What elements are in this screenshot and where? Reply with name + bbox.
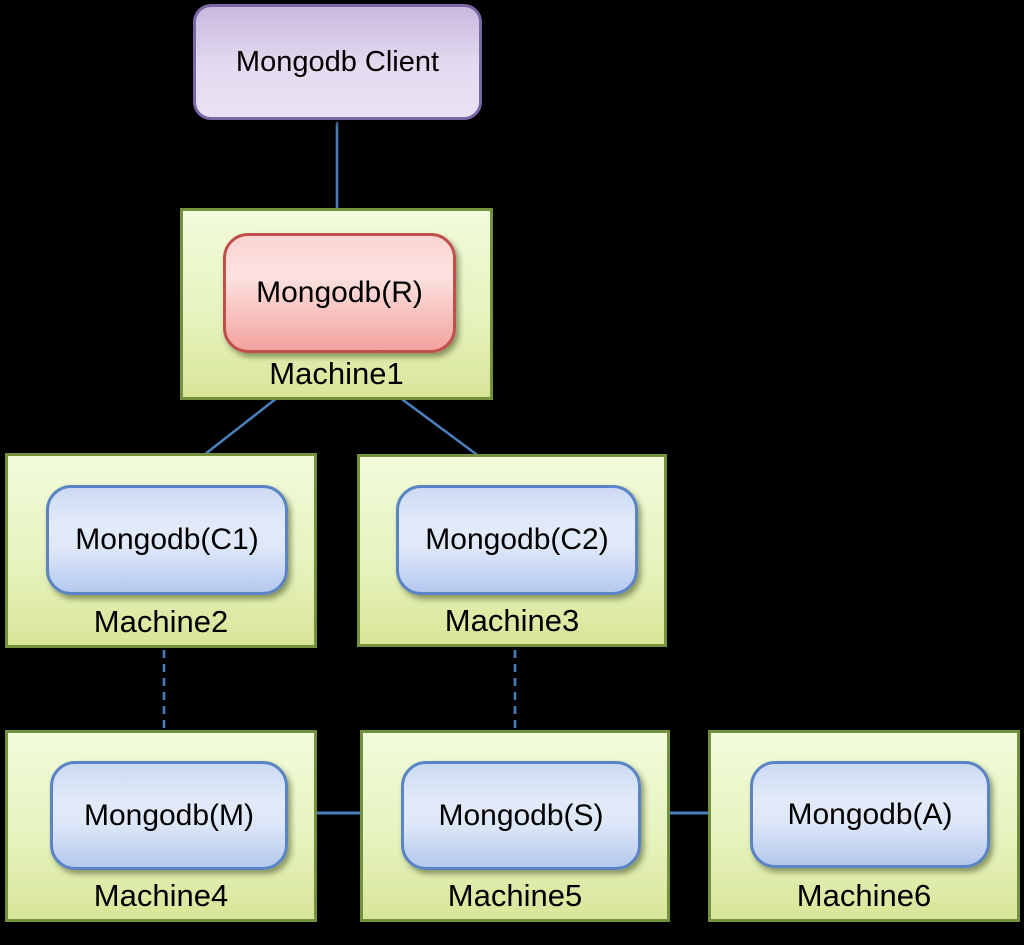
node-mongodb-r: Mongodb(R) <box>223 233 456 353</box>
node-mongodb-m: Mongodb(M) <box>50 761 288 870</box>
node-mongodb-a-label: Mongodb(A) <box>787 797 953 831</box>
machine4-label: Machine4 <box>93 878 229 913</box>
node-mongodb-client-label: Mongodb Client <box>235 45 440 78</box>
machine2-label: Machine2 <box>93 604 229 639</box>
machine5-label: Machine5 <box>447 878 583 913</box>
machine1-box: Mongodb(R) Machine1 <box>180 208 493 400</box>
node-mongodb-r-label: Mongodb(R) <box>256 276 423 309</box>
machine6-label: Machine6 <box>796 878 932 913</box>
node-mongodb-m-label: Mongodb(M) <box>83 798 255 832</box>
machine5-box: Mongodb(S) Machine5 <box>360 730 670 922</box>
node-mongodb-a: Mongodb(A) <box>750 761 990 868</box>
node-mongodb-s: Mongodb(S) <box>401 761 641 870</box>
machine6-box: Mongodb(A) Machine6 <box>708 730 1020 922</box>
machine4-box: Mongodb(M) Machine4 <box>5 730 317 922</box>
node-mongodb-client: Mongodb Client <box>193 4 482 120</box>
machine2-box: Mongodb(C1) Machine2 <box>5 453 317 648</box>
machine1-label: Machine1 <box>269 356 404 391</box>
node-mongodb-c2: Mongodb(C2) <box>396 485 638 595</box>
machine3-box: Mongodb(C2) Machine3 <box>357 454 667 647</box>
node-mongodb-c1: Mongodb(C1) <box>46 485 288 595</box>
machine3-label: Machine3 <box>444 603 580 638</box>
node-mongodb-c1-label: Mongodb(C1) <box>75 523 259 556</box>
node-mongodb-c2-label: Mongodb(C2) <box>425 523 609 556</box>
node-mongodb-s-label: Mongodb(S) <box>438 798 604 832</box>
